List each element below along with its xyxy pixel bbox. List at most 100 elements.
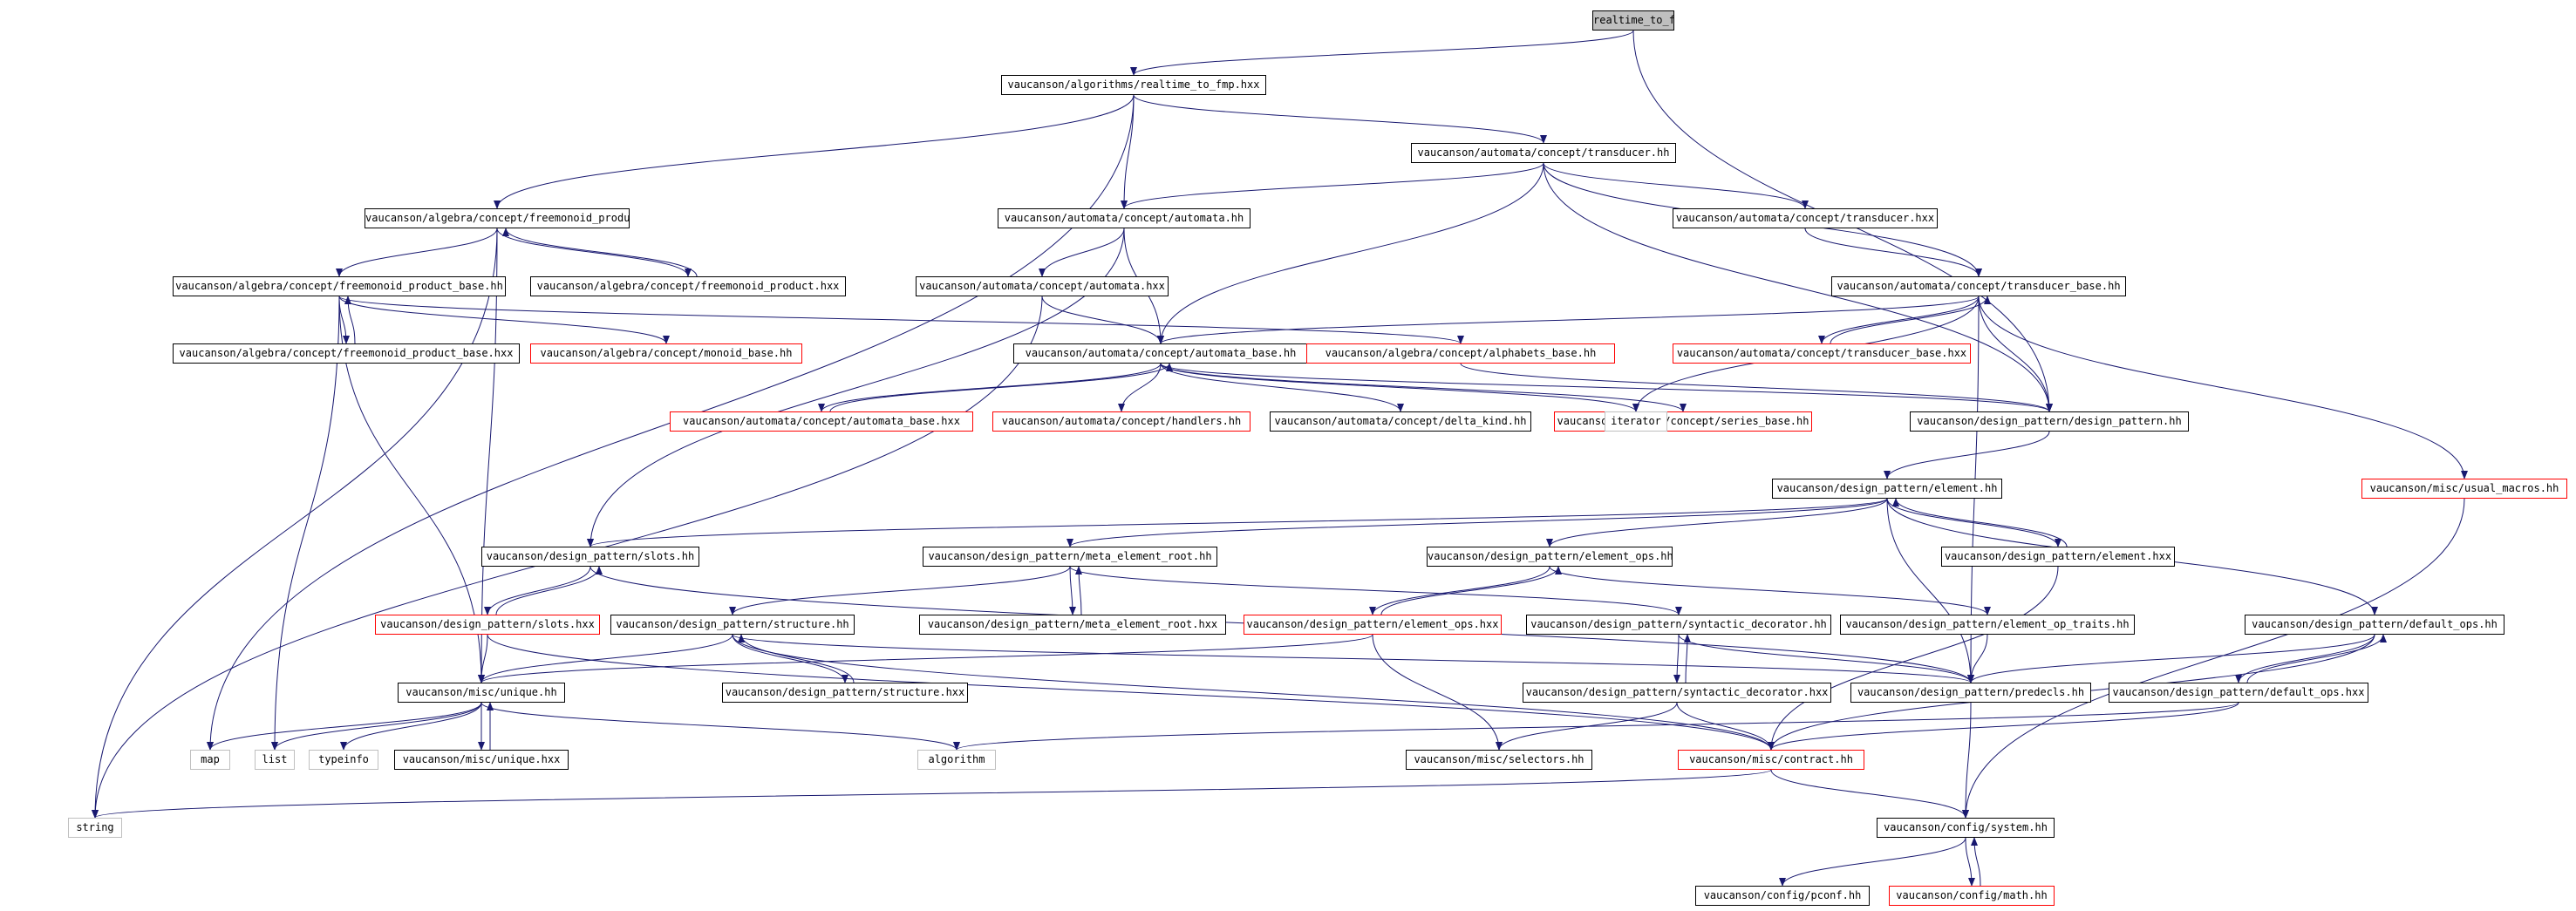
- node-automata-hxx[interactable]: vaucanson/automata/concept/automata.hxx: [916, 276, 1169, 296]
- edge-freemonoid-product-base-hh-to-alphabets-base-hh: [338, 296, 1464, 344]
- edge-syntactic-decorator-hh-to-predecls-hh: [1678, 634, 1974, 683]
- edge-freemonoid-product-hh-to-freemonoid-product-base-hh: [336, 228, 498, 277]
- edge-system-hh-to-pconf-hh: [1779, 837, 1966, 887]
- node-monoid-base-hh[interactable]: vaucanson/algebra/concept/monoid_base.hh: [530, 343, 802, 364]
- edge-freemonoid-product-base-hh-to-monoid-base-hh: [338, 296, 670, 344]
- edge-automata-base-hh-to-design-pattern-hh: [1160, 363, 2053, 412]
- node-syntactic-decorator-hh[interactable]: vaucanson/design_pattern/syntactic_decor…: [1526, 615, 1831, 635]
- node-transducer-hxx[interactable]: vaucanson/automata/concept/transducer.hx…: [1673, 208, 1938, 228]
- edge-element-ops-hxx-to-element-ops-hh: [1380, 566, 1562, 615]
- node-handlers-hh[interactable]: vaucanson/automata/concept/handlers.hh: [992, 411, 1251, 432]
- edge-structure-hh-to-contract-hh: [732, 634, 1775, 751]
- node-alg-realtime-to-fmp-hxx[interactable]: vaucanson/algorithms/realtime_to_fmp.hxx: [1001, 75, 1266, 95]
- node-usual-macros-hh[interactable]: vaucanson/misc/usual_macros.hh: [2361, 479, 2567, 499]
- edge-transducer-base-hh-to-design-pattern-hh: [1978, 296, 2053, 412]
- edge-transducer-hh-to-automata-hh: [1121, 162, 1544, 209]
- edge-unique-hh-to-map: [207, 702, 482, 751]
- edge-default-ops-hh-to-default-ops-hxx: [2235, 634, 2375, 683]
- edge-slots-hxx-to-contract-hh: [487, 634, 1775, 751]
- edge-freemonoid-product-base-hxx-to-freemonoid-product-base-hh: [344, 296, 356, 344]
- node-string[interactable]: string: [68, 818, 122, 838]
- node-realtime-to-fmp-hh[interactable]: realtime_to_fmp.hh: [1592, 10, 1674, 31]
- node-unique-hxx[interactable]: vaucanson/misc/unique.hxx: [394, 750, 569, 770]
- edge-design-pattern-hh-to-element-hh: [1884, 431, 2050, 479]
- edge-transducer-hh-to-automata-base-hh: [1157, 162, 1544, 344]
- node-system-hh[interactable]: vaucanson/config/system.hh: [1877, 818, 2055, 838]
- edge-alphabets-base-hh-to-design-pattern-hh: [1460, 363, 2053, 412]
- node-meta-element-root-hh[interactable]: vaucanson/design_pattern/meta_element_ro…: [923, 547, 1217, 567]
- node-unique-hh[interactable]: vaucanson/misc/unique.hh: [398, 683, 565, 703]
- node-element-ops-hxx[interactable]: vaucanson/design_pattern/element_ops.hxx: [1244, 615, 1502, 635]
- edge-syntactic-decorator-hxx-to-contract-hh: [1676, 702, 1775, 751]
- node-freemonoid-product-base-hh[interactable]: vaucanson/algebra/concept/freemonoid_pro…: [173, 276, 506, 296]
- edge-element-hh-to-element-hxx: [1886, 498, 2061, 547]
- edge-freemonoid-product-base-hh-to-list: [271, 296, 340, 751]
- edge-alg-realtime-to-fmp-hxx-to-transducer-hh: [1133, 94, 1547, 144]
- node-meta-element-root-hxx[interactable]: vaucanson/design_pattern/meta_element_ro…: [919, 615, 1226, 635]
- edge-default-ops-hxx-to-contract-hh: [1768, 702, 2239, 751]
- edge-element-ops-hxx-to-selectors-hh: [1372, 634, 1503, 751]
- edge-freemonoid-product-hh-to-unique-hh: [478, 228, 498, 683]
- node-automata-base-hxx[interactable]: vaucanson/automata/concept/automata_base…: [670, 411, 973, 432]
- edge-transducer-base-hxx-to-transducer-base-hh: [1830, 296, 1991, 344]
- edge-element-hxx-to-element-hh: [1892, 498, 2068, 547]
- edge-structure-hh-to-unique-hh: [478, 634, 733, 683]
- edge-unique-hh-to-list: [271, 702, 482, 751]
- node-list[interactable]: list: [255, 750, 295, 770]
- edge-realtime-to-fmp-hh-to-alg-realtime-to-fmp-hxx: [1130, 30, 1634, 76]
- edge-alg-realtime-to-fmp-hxx-to-freemonoid-product-hh: [494, 94, 1135, 209]
- node-element-op-traits-hh[interactable]: vaucanson/design_pattern/element_op_trai…: [1840, 615, 2135, 635]
- edge-element-ops-hxx-to-unique-hh: [478, 634, 1373, 683]
- node-freemonoid-product-hxx[interactable]: vaucanson/algebra/concept/freemonoid_pro…: [530, 276, 846, 296]
- node-slots-hxx[interactable]: vaucanson/design_pattern/slots.hxx: [375, 615, 600, 635]
- node-pconf-hh[interactable]: vaucanson/config/pconf.hh: [1695, 886, 1870, 906]
- edge-contract-hh-to-system-hh: [1770, 769, 1969, 819]
- node-transducer-base-hh[interactable]: vaucanson/automata/concept/transducer_ba…: [1831, 276, 2126, 296]
- node-typeinfo[interactable]: typeinfo: [309, 750, 378, 770]
- node-series-base-hh[interactable]: vaucanson/algebra/concept/series_base.hh: [1554, 411, 1812, 432]
- node-freemonoid-product-hh[interactable]: vaucanson/algebra/concept/freemonoid_pro…: [365, 208, 630, 228]
- node-math-hh[interactable]: vaucanson/config/math.hh: [1889, 886, 2055, 906]
- node-default-ops-hxx[interactable]: vaucanson/design_pattern/default_ops.hxx: [2109, 683, 2368, 703]
- edge-element-hxx-to-contract-hh: [1768, 566, 2059, 751]
- node-transducer-base-hxx[interactable]: vaucanson/automata/concept/transducer_ba…: [1673, 343, 1971, 364]
- node-default-ops-hh[interactable]: vaucanson/design_pattern/default_ops.hh: [2245, 615, 2504, 635]
- edge-automata-hh-to-automata-hxx: [1039, 228, 1125, 277]
- edge-freemonoid-product-base-hh-to-unique-hh: [338, 296, 485, 683]
- node-freemonoid-product-base-hxx[interactable]: vaucanson/algebra/concept/freemonoid_pro…: [173, 343, 520, 364]
- node-algorithm[interactable]: algorithm: [917, 750, 996, 770]
- edge-meta-element-root-hh-to-syntactic-decorator-hh: [1069, 566, 1682, 615]
- node-design-pattern-hh[interactable]: vaucanson/design_pattern/design_pattern.…: [1910, 411, 2189, 432]
- edge-transducer-hh-to-design-pattern-hh: [1543, 162, 2053, 412]
- edge-syntactic-decorator-hxx-to-syntactic-decorator-hh: [1683, 634, 1691, 683]
- node-element-ops-hh[interactable]: vaucanson/design_pattern/element_ops.hh: [1427, 547, 1673, 567]
- node-iterator[interactable]: iterator: [1605, 411, 1667, 432]
- edge-meta-element-root-hh-to-meta-element-root-hxx: [1068, 566, 1076, 615]
- node-delta-kind-hh[interactable]: vaucanson/automata/concept/delta_kind.hh: [1270, 411, 1531, 432]
- node-syntactic-decorator-hxx[interactable]: vaucanson/design_pattern/syntactic_decor…: [1523, 683, 1831, 703]
- edge-meta-element-root-hh-to-structure-hh: [729, 566, 1071, 615]
- node-alphabets-base-hh[interactable]: vaucanson/algebra/concept/alphabets_base…: [1306, 343, 1615, 364]
- node-element-hxx[interactable]: vaucanson/design_pattern/element.hxx: [1941, 547, 2175, 567]
- edge-element-ops-hh-to-element-op-traits-hh: [1549, 566, 1991, 615]
- edge-automata-base-hh-to-handlers-hh: [1118, 363, 1162, 412]
- edge-syntactic-decorator-hh-to-syntactic-decorator-hxx: [1673, 634, 1681, 683]
- edge-unique-hh-to-typeinfo: [340, 702, 482, 751]
- node-automata-base-hh[interactable]: vaucanson/automata/concept/automata_base…: [1013, 343, 1308, 364]
- node-selectors-hh[interactable]: vaucanson/misc/selectors.hh: [1406, 750, 1592, 770]
- edge-transducer-base-hh-to-transducer-base-hxx: [1818, 296, 1980, 344]
- node-element-hh[interactable]: vaucanson/design_pattern/element.hh: [1772, 479, 2002, 499]
- edge-transducer-base-hh-to-automata-base-hh: [1157, 296, 1980, 344]
- node-structure-hh[interactable]: vaucanson/design_pattern/structure.hh: [610, 615, 855, 635]
- node-predecls-hh[interactable]: vaucanson/design_pattern/predecls.hh: [1850, 683, 2091, 703]
- node-structure-hxx[interactable]: vaucanson/design_pattern/structure.hxx: [722, 683, 968, 703]
- node-automata-hh[interactable]: vaucanson/automata/concept/automata.hh: [998, 208, 1251, 228]
- node-slots-hh[interactable]: vaucanson/design_pattern/slots.hh: [481, 547, 699, 567]
- edge-freemonoid-product-hxx-to-freemonoid-product-hh: [502, 228, 698, 277]
- edge-slots-hh-to-slots-hxx: [484, 566, 591, 615]
- edge-default-ops-hh-to-predecls-hh: [1967, 634, 2375, 683]
- node-transducer-hh[interactable]: vaucanson/automata/concept/transducer.hh: [1411, 143, 1676, 163]
- node-map[interactable]: map: [190, 750, 230, 770]
- node-contract-hh[interactable]: vaucanson/misc/contract.hh: [1678, 750, 1864, 770]
- edge-automata-base-hxx-to-automata-base-hh: [829, 363, 1173, 412]
